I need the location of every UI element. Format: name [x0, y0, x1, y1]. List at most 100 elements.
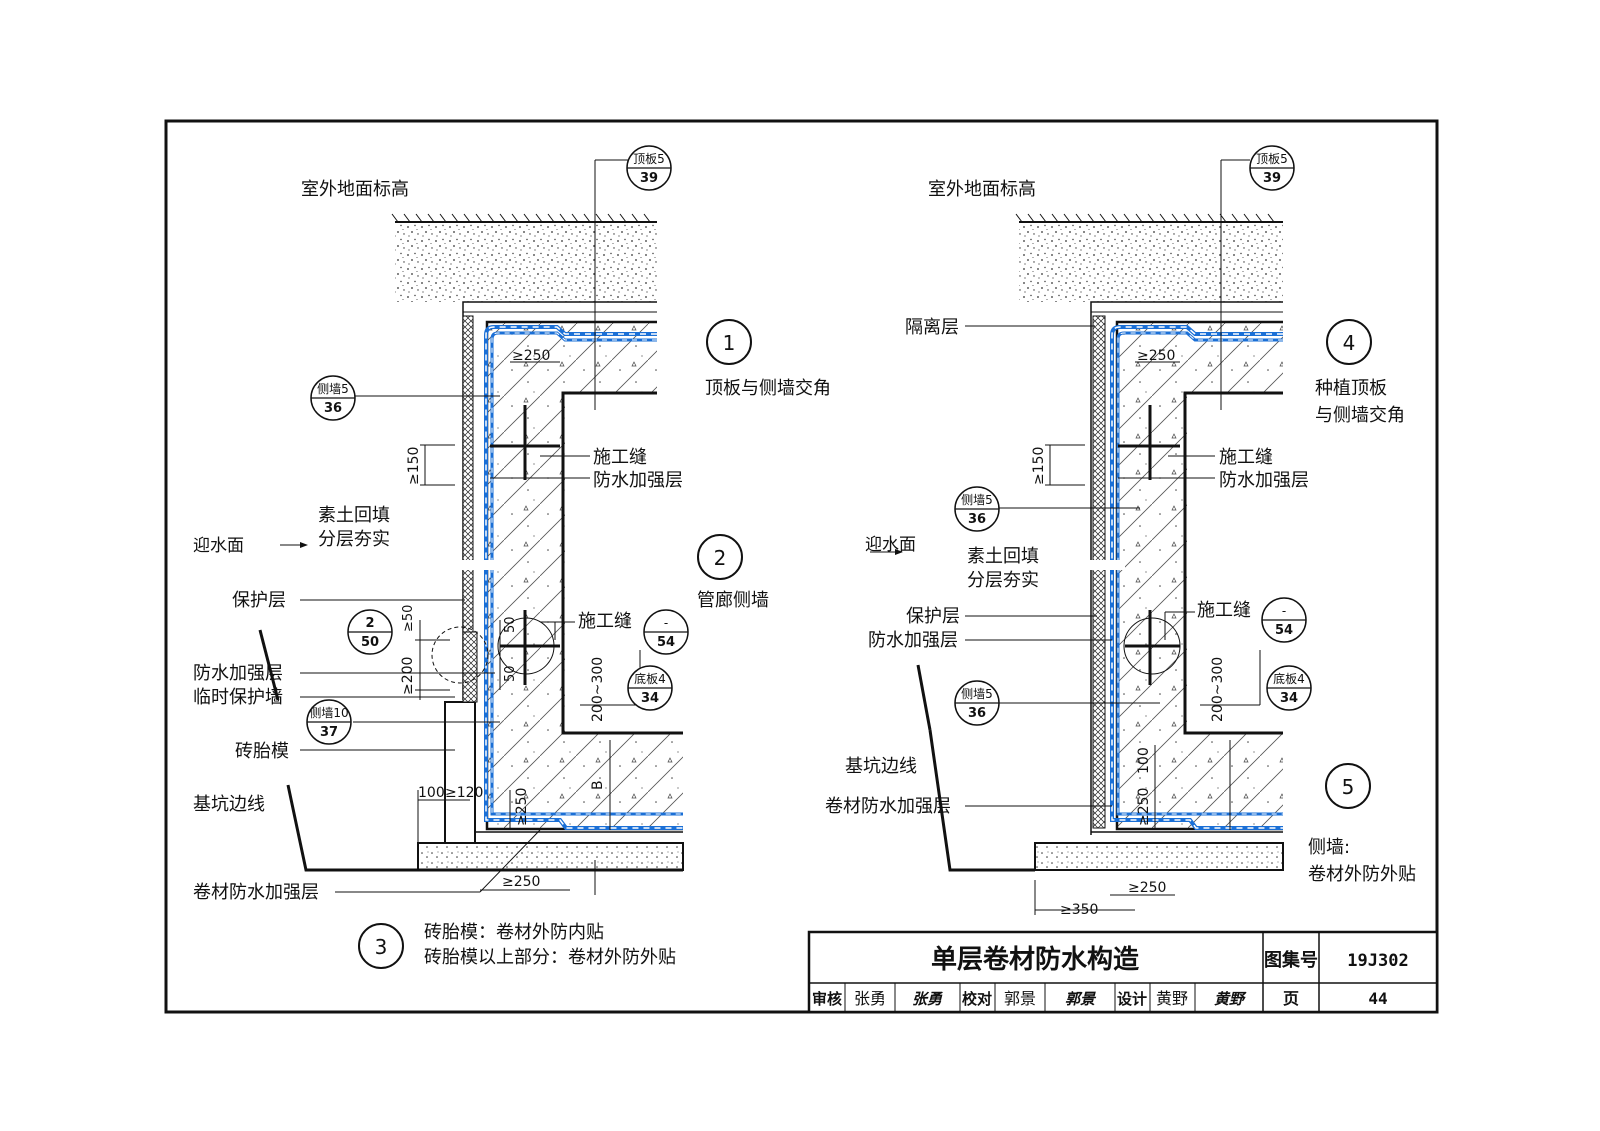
- ref-top-page: 39: [640, 171, 658, 186]
- temp-wall-label: 临时保护墙: [193, 687, 283, 708]
- water-face-label: 迎水面: [193, 536, 244, 556]
- drawing-title: 单层卷材防水构造: [931, 945, 1139, 975]
- backfill-label-2: 分层夯实: [967, 570, 1039, 591]
- review-name: 张勇: [854, 989, 886, 1008]
- ref-side10-label: 侧墙10: [309, 706, 348, 720]
- atlas-label: 图集号: [1264, 949, 1318, 971]
- ref-side-a-right: 侧墙5 36: [954, 486, 1000, 532]
- node-3-label-1: 砖胎模：卷材外防内贴: [424, 922, 604, 943]
- brick-mold-label: 砖胎模: [235, 741, 289, 762]
- node-3-circle: [358, 923, 404, 969]
- ref-54-page: 54: [657, 635, 675, 650]
- right-detail: 顶板5 39 侧墙5 36 侧墙5 36 - 54 底板4 34 4: [825, 145, 1416, 918]
- check-label: 校对: [962, 990, 992, 1008]
- atlas-number: 19J302: [1347, 951, 1408, 971]
- dim-50a: ≥50: [401, 605, 416, 632]
- ref-54-top: -: [664, 616, 668, 630]
- waterproof-reinforce-label: 防水加强层: [1219, 470, 1309, 491]
- ref-top-label: 顶板5: [633, 152, 665, 166]
- node-2-circle: [697, 534, 743, 580]
- node-2-number: 2: [714, 546, 727, 570]
- ref-50-top: 2: [365, 616, 374, 631]
- ref-side10-left: 侧墙10 37: [306, 699, 352, 745]
- backfill-label-1: 素土回填: [967, 546, 1039, 567]
- check-name: 郭景: [1004, 989, 1036, 1008]
- node-1-number: 1: [723, 331, 736, 355]
- dim-200-300: 200~300: [1210, 657, 1226, 722]
- node-5-circle: [1325, 763, 1371, 809]
- membrane-reinforce-label: 卷材防水加强层: [825, 796, 951, 817]
- ref-base-page: 34: [641, 691, 659, 706]
- page-label: 页: [1283, 989, 1299, 1008]
- ref-side-page: 36: [968, 706, 986, 721]
- ref-top-label: 顶板5: [1256, 152, 1288, 166]
- node-5-number: 5: [1342, 775, 1355, 799]
- ref-base-label: 底板4: [1273, 671, 1305, 686]
- title-block: 单层卷材防水构造 图集号 19J302 审核 张勇 张勇 校对 郭景 郭景 设计…: [807, 930, 1439, 1014]
- check-signature: 郭景: [1065, 990, 1097, 1008]
- ref-54-right: - 54: [1261, 597, 1307, 643]
- ref-base-right: 底板4 34: [1266, 665, 1312, 711]
- design-signature: 黄野: [1214, 990, 1247, 1008]
- ref-side-label: 侧墙5: [961, 493, 993, 507]
- dim-b: B: [590, 780, 606, 790]
- left-detail: 顶板5 39 侧墙5 36 2 50 侧墙10 37 - 54: [193, 145, 831, 969]
- ref-top-left: 顶板5 39: [626, 145, 672, 191]
- dim-250c: ≥250: [1128, 880, 1166, 896]
- ref-side-page: 36: [968, 512, 986, 527]
- water-face-label: 迎水面: [865, 535, 916, 555]
- reinforce-layer-label: 防水加强层: [193, 663, 283, 684]
- dim-150: ≥150: [406, 447, 422, 485]
- pit-line-label: 基坑边线: [193, 794, 265, 815]
- waterproof-reinforce-label: 防水加强层: [593, 470, 683, 491]
- ref-side-label: 侧墙5: [317, 382, 349, 396]
- dim-250: ≥250: [1137, 348, 1175, 364]
- node-4-label-2: 与侧墙交角: [1315, 405, 1405, 426]
- ref-top-right: 顶板5 39: [1249, 145, 1295, 191]
- ref-side-label: 侧墙5: [961, 687, 993, 701]
- backfill-label-2: 分层夯实: [318, 529, 390, 550]
- protect-layer-label: 保护层: [906, 606, 960, 627]
- ref-50-page: 50: [361, 635, 379, 650]
- node-2-label: 管廊侧墙: [697, 590, 769, 611]
- ref-50-left: 2 50: [347, 609, 393, 655]
- node-4-circle: [1326, 319, 1372, 365]
- node-1-label: 顶板与侧墙交角: [705, 378, 831, 399]
- review-label: 审核: [812, 990, 842, 1008]
- node-3-number: 3: [375, 935, 388, 959]
- pit-line-label: 基坑边线: [845, 756, 917, 777]
- outdoor-grade-label: 室外地面标高: [301, 179, 409, 200]
- dim-200: ≥200: [400, 657, 416, 695]
- ref-side-page: 36: [324, 401, 342, 416]
- protect-layer-label: 保护层: [232, 590, 286, 611]
- dim-250b: ≥250: [514, 788, 530, 826]
- dim-150: ≥150: [1031, 447, 1047, 485]
- sheet-frame: [164, 119, 1439, 1014]
- construction-joint-2-label: 施工缝: [1197, 600, 1251, 621]
- review-signature: 张勇: [912, 990, 943, 1008]
- backfill-label-1: 素土回填: [318, 505, 390, 526]
- ref-top-page: 39: [1263, 171, 1281, 186]
- dim-250: ≥250: [512, 348, 550, 364]
- dim-100: 100: [418, 785, 445, 801]
- ref-base-page: 34: [1280, 691, 1298, 706]
- dim-100: 100: [1136, 747, 1152, 774]
- construction-joint-label: 施工缝: [593, 447, 647, 468]
- construction-joint-2-label: 施工缝: [578, 611, 632, 632]
- ref-54-left: - 54: [643, 609, 689, 655]
- ref-54-top: -: [1282, 604, 1286, 618]
- node-1-circle: [706, 319, 752, 365]
- design-name: 黄野: [1156, 989, 1188, 1008]
- ref-54-page: 54: [1275, 623, 1293, 638]
- node-5-label-1: 侧墙:: [1308, 837, 1350, 858]
- dim-350: ≥350: [1060, 902, 1098, 918]
- isolation-label: 隔离层: [905, 317, 959, 338]
- design-label: 设计: [1117, 990, 1147, 1008]
- node-4-label-1: 种植顶板: [1315, 378, 1387, 399]
- node-4-number: 4: [1343, 331, 1356, 355]
- ref-side-left: 侧墙5 36: [310, 375, 356, 421]
- dim-250b: ≥250: [1136, 788, 1152, 826]
- node-5-label-2: 卷材外防外贴: [1308, 864, 1416, 885]
- node-3-label-2: 砖胎模以上部分：卷材外防外贴: [424, 947, 676, 968]
